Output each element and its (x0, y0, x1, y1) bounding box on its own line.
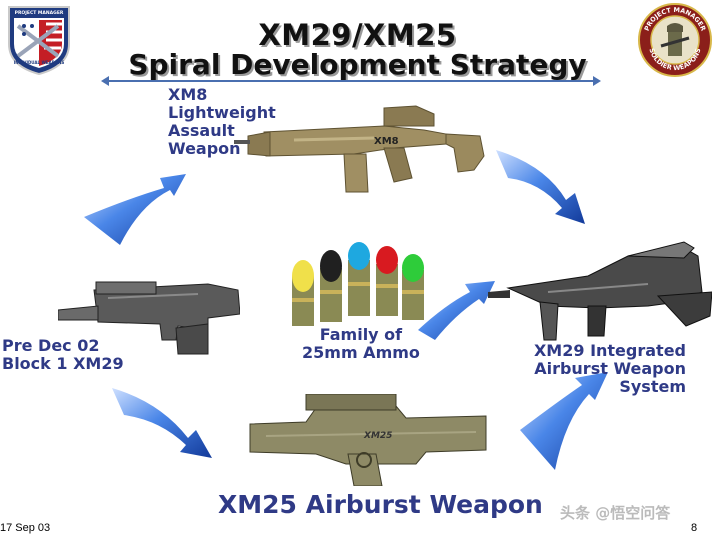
arrow-to-xm29-top (496, 150, 585, 224)
footer-date: 17 Sep 03 (0, 522, 51, 534)
xm29-integrated-image (488, 236, 713, 342)
arrow-to-xm29-bottom (520, 372, 608, 470)
ammo-rounds (288, 240, 428, 330)
ammo-round-green (402, 254, 424, 320)
xm25-label: XM25 Airburst Weapon (218, 490, 543, 519)
ammo-round-black (320, 250, 342, 322)
pre-dec-label: Pre Dec 02 Block 1 XM29 (2, 336, 124, 373)
arrow-to-xm8 (84, 174, 186, 245)
left-logo-top-text: PROJECT MANAGER (15, 10, 64, 16)
ammo-round-yellow (292, 260, 314, 326)
pm-individual-weapons-logo: PROJECT MANAGER INDIVIDUAL WEAPONS (6, 4, 72, 76)
xm29-integrated-label: XM29 Integrated Airburst Weapon System (533, 341, 686, 396)
title-line-2: Spiral Development Strategy (128, 48, 587, 81)
title-line-1: XM29/XM25 (258, 18, 457, 52)
xm25-image: XM25 (246, 393, 488, 487)
arrow-to-xm25 (112, 388, 212, 458)
block1-xm29-image (57, 280, 241, 356)
arrow-ammo-to-xm29 (418, 281, 495, 340)
watermark: 头条 @悟空问答 (560, 504, 671, 522)
xm25-marking: XM25 (363, 431, 392, 441)
xm8-label: XM8 Lightweight Assault Weapon (168, 85, 276, 158)
ammo-round-blue (348, 242, 370, 316)
left-logo-bottom-text: INDIVIDUAL WEAPONS (14, 60, 65, 65)
xm8-rifle-image: XM8 (234, 96, 490, 196)
pm-soldier-weapons-logo: PROJECT MANAGER SOLDIER WEAPONS (637, 2, 713, 78)
xm8-marking: XM8 (374, 136, 399, 147)
title-underline-arrow (101, 76, 601, 86)
ammo-label: Family of 25mm Ammo (302, 325, 420, 362)
ammo-round-red (376, 246, 398, 316)
footer-page-number: 8 (691, 522, 698, 534)
